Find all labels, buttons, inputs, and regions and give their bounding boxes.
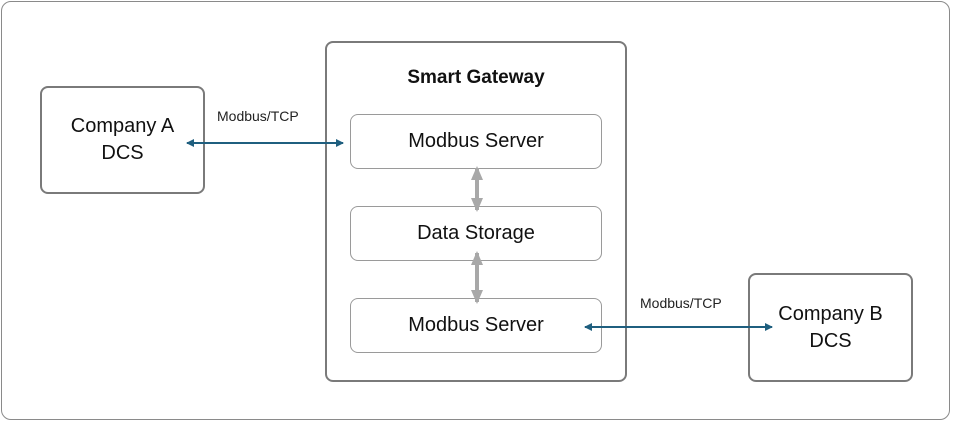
company-a-type: DCS bbox=[101, 142, 144, 164]
company-b-name: Company B bbox=[778, 302, 883, 325]
company-b-box: Company B DCS bbox=[748, 273, 913, 382]
smart-gateway-title: Smart Gateway bbox=[407, 67, 545, 88]
company-a-box: Company A DCS bbox=[40, 86, 205, 194]
modbus-server-top: Modbus Server bbox=[350, 114, 602, 169]
company-b-type: DCS bbox=[809, 329, 852, 352]
company-a-name: Company A bbox=[70, 115, 175, 137]
company-a-protocol-label: Modbus/TCP bbox=[217, 108, 299, 124]
data-storage: Data Storage bbox=[350, 206, 602, 261]
company-b-protocol-label: Modbus/TCP bbox=[640, 295, 722, 311]
modbus-server-bottom: Modbus Server bbox=[350, 298, 602, 353]
